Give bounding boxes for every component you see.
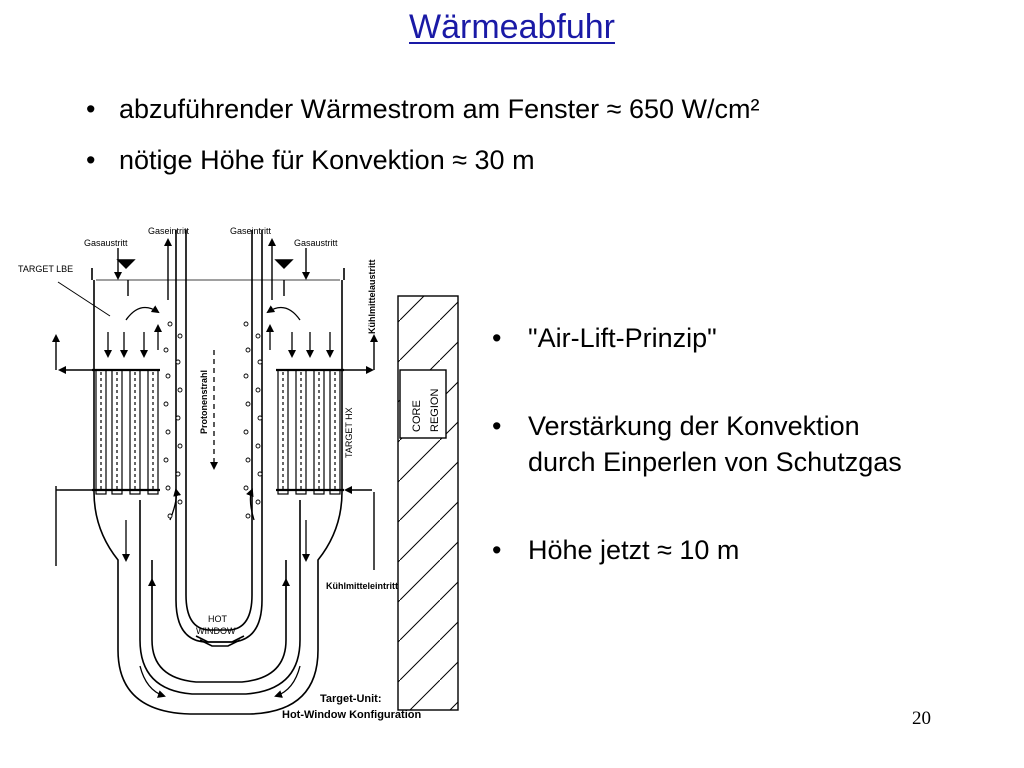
core-region-wall: [397, 295, 459, 711]
bullet-heat-flux: abzuführender Wärmestrom am Fenster ≈ 65…: [86, 92, 986, 126]
coolant-connections: [52, 334, 378, 570]
bullet-convection-height: nötige Höhe für Konvektion ≈ 30 m: [86, 143, 986, 177]
label-window: WINDOW: [196, 626, 236, 636]
page-number: 20: [912, 708, 931, 729]
hot-window: [195, 635, 245, 647]
gas-bubbles: [163, 321, 263, 519]
right-bullet-list: "Air-Lift-Prinzip" Verstärkung der Konve…: [492, 320, 1012, 568]
bullet-convection-line1: Verstärkung der Konvektion: [528, 411, 860, 441]
left-heat-exchanger: [92, 368, 160, 495]
label-gasaustritt-right: Gasaustritt: [294, 238, 338, 248]
gas-pipes: [114, 238, 310, 300]
bullet-convection-line2: durch Einperlen von Schutzgas: [528, 447, 902, 477]
label-kuehlmitteleintritt: Kühlmitteleintritt: [326, 581, 398, 591]
target-lbe-leader: [57, 281, 111, 317]
target-unit-diagram: Gasaustritt Gaseintritt Gaseintritt Gasa…: [18, 226, 459, 721]
label-protonenstrahl: Protonenstrahl: [199, 370, 209, 434]
label-gasaustritt-left: Gasaustritt: [84, 238, 128, 248]
label-core: CORE: [411, 400, 423, 432]
label-target-lbe: TARGET LBE: [18, 264, 73, 274]
label-hot: HOT: [208, 614, 228, 624]
flow-arrows: [104, 305, 334, 698]
label-gaseintritt-right: Gaseintritt: [230, 226, 272, 236]
bullet-height-now: Höhe jetzt ≈ 10 m: [492, 532, 1012, 568]
bullet-air-lift: "Air-Lift-Prinzip": [492, 320, 1012, 356]
label-region: REGION: [429, 389, 441, 432]
bullet-convection-boost: Verstärkung der Konvektion durch Einperle…: [492, 408, 1012, 480]
label-gaseintritt-left: Gaseintritt: [148, 226, 190, 236]
label-target-hx: TARGET HX: [344, 407, 354, 458]
slide-title: Wärmeabfuhr: [409, 8, 615, 46]
caption-line1: Target-Unit:: [320, 693, 382, 705]
label-kuehlmittelaustritt: Kühlmittelaustritt: [367, 259, 377, 334]
caption-line2: Hot-Window Konfiguration: [282, 709, 421, 721]
right-heat-exchanger: [276, 368, 344, 495]
top-bullet-list: abzuführender Wärmestrom am Fenster ≈ 65…: [86, 92, 986, 194]
